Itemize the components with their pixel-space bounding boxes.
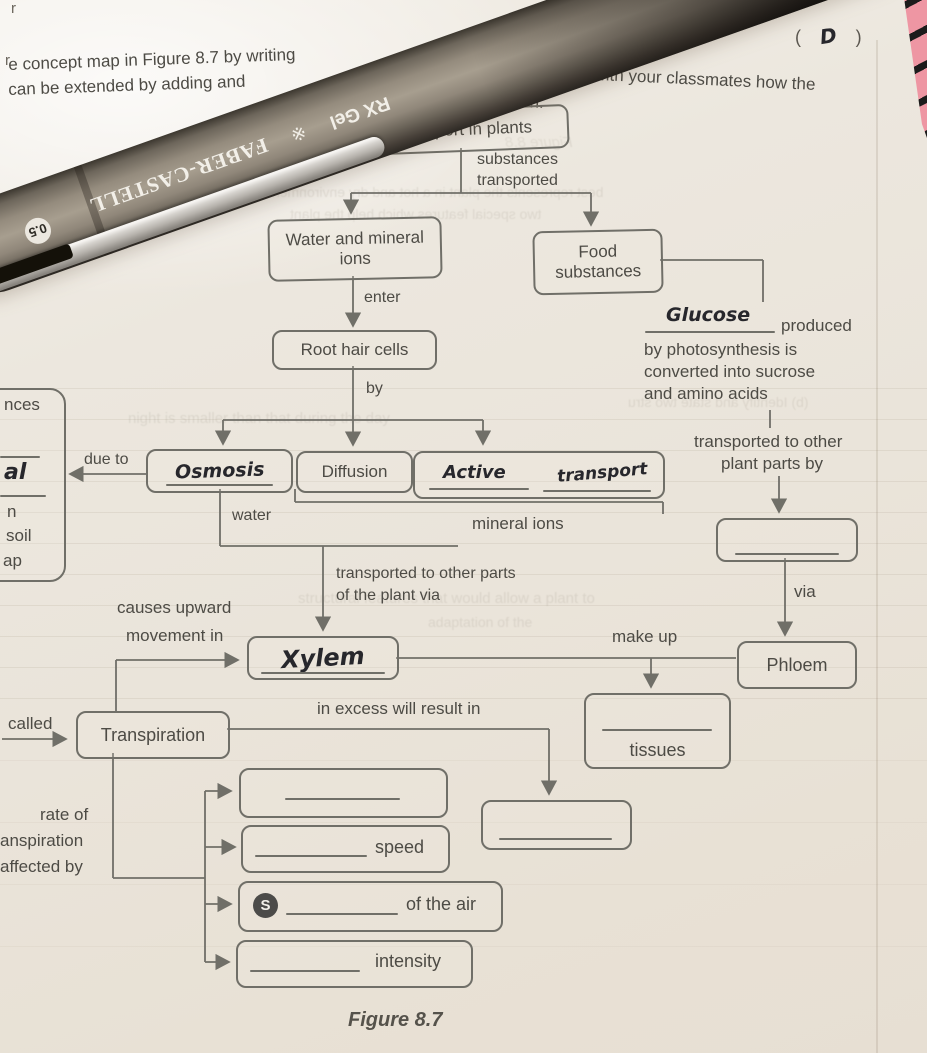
- edge-label-by: by: [366, 380, 383, 397]
- edge-label-rate-1: rate of: [40, 805, 89, 824]
- fill-blank-line: [735, 553, 839, 555]
- edge-label-due-to: due to: [84, 451, 129, 468]
- margin-fragment: r: [11, 0, 16, 17]
- s-hint-badge: S: [253, 893, 278, 918]
- grade-paren-close: ): [855, 27, 862, 47]
- edge-label-in-excess: in excess will result in: [317, 699, 481, 718]
- handwritten-osmosis: Osmosis: [174, 458, 265, 484]
- fill-blank-line: [543, 490, 651, 492]
- node-factor-intensity: intensity: [236, 940, 473, 988]
- figure-caption: Figure 8.7: [348, 1009, 443, 1031]
- edge-label-transported: transported: [477, 172, 558, 189]
- label-speed: speed: [375, 837, 425, 857]
- label-photosynthesis-3: and amino acids: [644, 384, 768, 403]
- margin-fragment: r: [5, 52, 10, 69]
- ruled-line: [0, 760, 927, 761]
- edge-label-transported-parts-1: transported to other parts: [336, 565, 516, 582]
- instruction-line1-left: e concept map in Figure 8.7 by writing: [8, 44, 296, 74]
- faber-castell-knights-logo: ※: [288, 121, 310, 146]
- label-produced: produced: [781, 316, 852, 335]
- fill-blank-line: [250, 970, 360, 972]
- edge-label-substances: substances: [477, 151, 558, 168]
- edge-label-causes-2: movement in: [126, 626, 224, 645]
- handwritten-al: al: [4, 460, 27, 485]
- node-factor-speed: speed: [241, 825, 450, 873]
- grade-paren-open: (: [795, 27, 801, 47]
- left-box-fragment-soil: soil: [6, 526, 32, 545]
- edge-label-make-up: make up: [612, 627, 678, 646]
- node-food-substances: Food substances: [532, 228, 664, 296]
- label-photosynthesis-2: converted into sucrose: [644, 362, 816, 381]
- fill-blank-line: [429, 488, 529, 490]
- node-water-and-mineral-ions: Water and mineral ions: [267, 216, 443, 282]
- handwritten-transport: transport: [556, 459, 649, 487]
- node-root-hair-cells: Root hair cells: [272, 330, 437, 370]
- ruled-line: [0, 481, 927, 482]
- edge-label-transported-parts-2: of the plant via: [336, 587, 441, 604]
- node-blank-transport-medium: [716, 518, 858, 562]
- fill-blank-line: [286, 913, 398, 915]
- node-transpiration: Transpiration: [76, 711, 230, 759]
- fill-blank-line: [0, 456, 40, 458]
- edge-label-called: called: [8, 714, 53, 733]
- ruled-line: [0, 884, 927, 885]
- instruction-line2-left: can be extended by adding and: [8, 71, 246, 99]
- edge-label-to-other-1: transported to other: [694, 432, 843, 451]
- edge-label-to-other-2: plant parts by: [721, 454, 824, 473]
- fill-blank-line: [166, 484, 273, 486]
- ruled-line: [0, 450, 927, 451]
- show-through-text: night is smaller than that during the da…: [128, 410, 390, 427]
- handwritten-xylem: Xylem: [280, 641, 366, 675]
- show-through-text: adaptation of the: [428, 614, 533, 630]
- fill-blank-line: [285, 798, 400, 800]
- handwritten-active: Active: [443, 462, 506, 483]
- ruled-line: [0, 605, 927, 606]
- left-box-fragment-ap: ap: [3, 551, 22, 570]
- fill-blank-line: [261, 672, 385, 674]
- edge-label-mineral-ions: mineral ions: [472, 514, 564, 533]
- node-diffusion: Diffusion: [296, 451, 413, 493]
- edge-label-enter: enter: [364, 289, 401, 306]
- fill-blank-line: [645, 331, 775, 333]
- show-through-text: structural features that would allow a p…: [298, 590, 595, 607]
- handwritten-glucose: Glucose: [666, 304, 751, 326]
- node-phloem: Phloem: [737, 641, 857, 689]
- ruled-line: [0, 667, 927, 668]
- label-intensity: intensity: [375, 951, 442, 971]
- edge-label-causes-1: causes upward: [117, 598, 232, 617]
- node-blank-excess-result: [481, 800, 632, 850]
- ruled-line: [0, 512, 927, 513]
- node-osmosis-blank: Osmosis: [146, 449, 293, 493]
- fill-blank-line: [0, 495, 46, 497]
- left-box-fragment-n: n: [7, 502, 17, 521]
- ruled-line: [0, 543, 927, 544]
- edge-label-via: via: [794, 582, 816, 601]
- ruled-line: [0, 636, 927, 637]
- ruled-line: [0, 574, 927, 575]
- node-left-cutoff: [0, 388, 66, 582]
- edge-label-rate-2: anspiration: [0, 831, 84, 850]
- ruled-line: [0, 698, 927, 699]
- label-photosynthesis-1: by photosynthesis is: [644, 340, 798, 359]
- ruled-line: [0, 822, 927, 823]
- ruled-line: [0, 388, 927, 389]
- label-of-the-air: of the air: [406, 894, 477, 914]
- fill-blank-line: [255, 855, 367, 857]
- node-factor-of-the-air: S of the air: [238, 881, 503, 932]
- node-active-transport-blank: Active transport: [413, 451, 665, 499]
- node-factor-blank-1: [239, 768, 448, 818]
- node-xylem-blank: Xylem: [247, 636, 399, 680]
- node-tissues-blank: tissues: [584, 693, 731, 769]
- label-tissues: tissues: [629, 740, 686, 760]
- fill-blank-line: [602, 729, 712, 731]
- grade-mark: ( D ): [795, 22, 862, 50]
- left-box-fragment-nces: nces: [4, 395, 40, 414]
- edge-label-water: water: [232, 507, 272, 524]
- page-edge-crease: [876, 40, 878, 1053]
- grade-letter-handwritten: D: [818, 22, 839, 50]
- fill-blank-line: [499, 838, 612, 840]
- edge-label-rate-3: affected by: [0, 857, 83, 876]
